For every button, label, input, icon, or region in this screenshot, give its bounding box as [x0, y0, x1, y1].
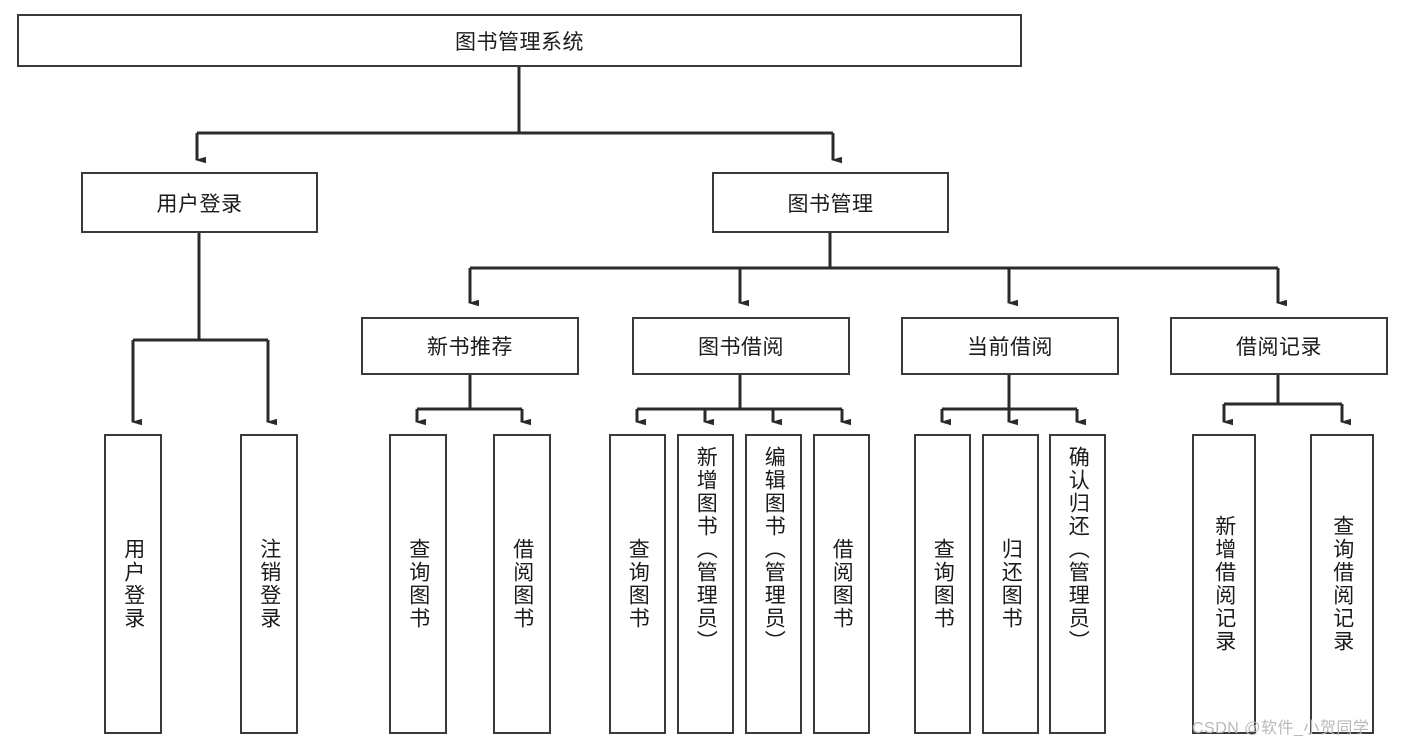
leaf-add-borrow-record[interactable]: 新增借阅记录 — [1192, 434, 1256, 734]
csdn-watermark: CSDN @软件_小贺同学 — [1192, 720, 1370, 737]
node-root-book-management-system[interactable]: 图书管理系统 — [17, 14, 1022, 67]
node-label: 查询图书 — [626, 538, 650, 630]
node-book-management[interactable]: 图书管理 — [712, 172, 949, 233]
node-borrowing-records[interactable]: 借阅记录 — [1170, 317, 1388, 375]
leaf-user-login[interactable]: 用户登录 — [104, 434, 162, 734]
leaf-borrow-book-borrowing[interactable]: 借阅图书 — [813, 434, 870, 734]
node-label: 新书推荐 — [427, 336, 513, 359]
node-label: 新增借阅记录 — [1212, 515, 1236, 653]
node-label: 当前借阅 — [967, 336, 1053, 359]
node-label: 查询借阅记录 — [1330, 515, 1354, 653]
leaf-confirm-return-admin[interactable]: 确认归还（管理员） — [1049, 434, 1106, 734]
node-label: 确认归还（管理员） — [1066, 446, 1090, 653]
node-label: 用户登录 — [121, 538, 145, 630]
node-label: 编辑图书（管理员） — [762, 446, 786, 653]
leaf-return-book[interactable]: 归还图书 — [982, 434, 1039, 734]
node-label: 查询图书 — [406, 538, 430, 630]
leaf-query-book-current[interactable]: 查询图书 — [914, 434, 971, 734]
node-label: 借阅图书 — [510, 538, 534, 630]
leaf-query-borrow-record[interactable]: 查询借阅记录 — [1310, 434, 1374, 734]
node-user-login[interactable]: 用户登录 — [81, 172, 318, 233]
leaf-query-book-new-rec[interactable]: 查询图书 — [389, 434, 447, 734]
node-new-book-recommendation[interactable]: 新书推荐 — [361, 317, 579, 375]
node-label: 图书管理系统 — [455, 30, 584, 54]
node-label: 用户登录 — [156, 192, 243, 216]
node-label: 归还图书 — [999, 538, 1023, 630]
node-label: 借阅图书 — [830, 538, 854, 630]
leaf-borrow-book-new-rec[interactable]: 借阅图书 — [493, 434, 551, 734]
node-label: 新增图书（管理员） — [694, 446, 718, 653]
leaf-query-book-borrowing[interactable]: 查询图书 — [609, 434, 666, 734]
node-label: 借阅记录 — [1236, 336, 1322, 359]
node-label: 图书管理 — [787, 192, 874, 216]
node-label: 图书借阅 — [698, 336, 784, 359]
node-label: 注销登录 — [257, 538, 281, 630]
node-current-borrowing[interactable]: 当前借阅 — [901, 317, 1119, 375]
leaf-add-book-admin[interactable]: 新增图书（管理员） — [677, 434, 734, 734]
node-label: 查询图书 — [931, 538, 955, 630]
leaf-logout[interactable]: 注销登录 — [240, 434, 298, 734]
leaf-edit-book-admin[interactable]: 编辑图书（管理员） — [745, 434, 802, 734]
node-book-borrowing[interactable]: 图书借阅 — [632, 317, 850, 375]
